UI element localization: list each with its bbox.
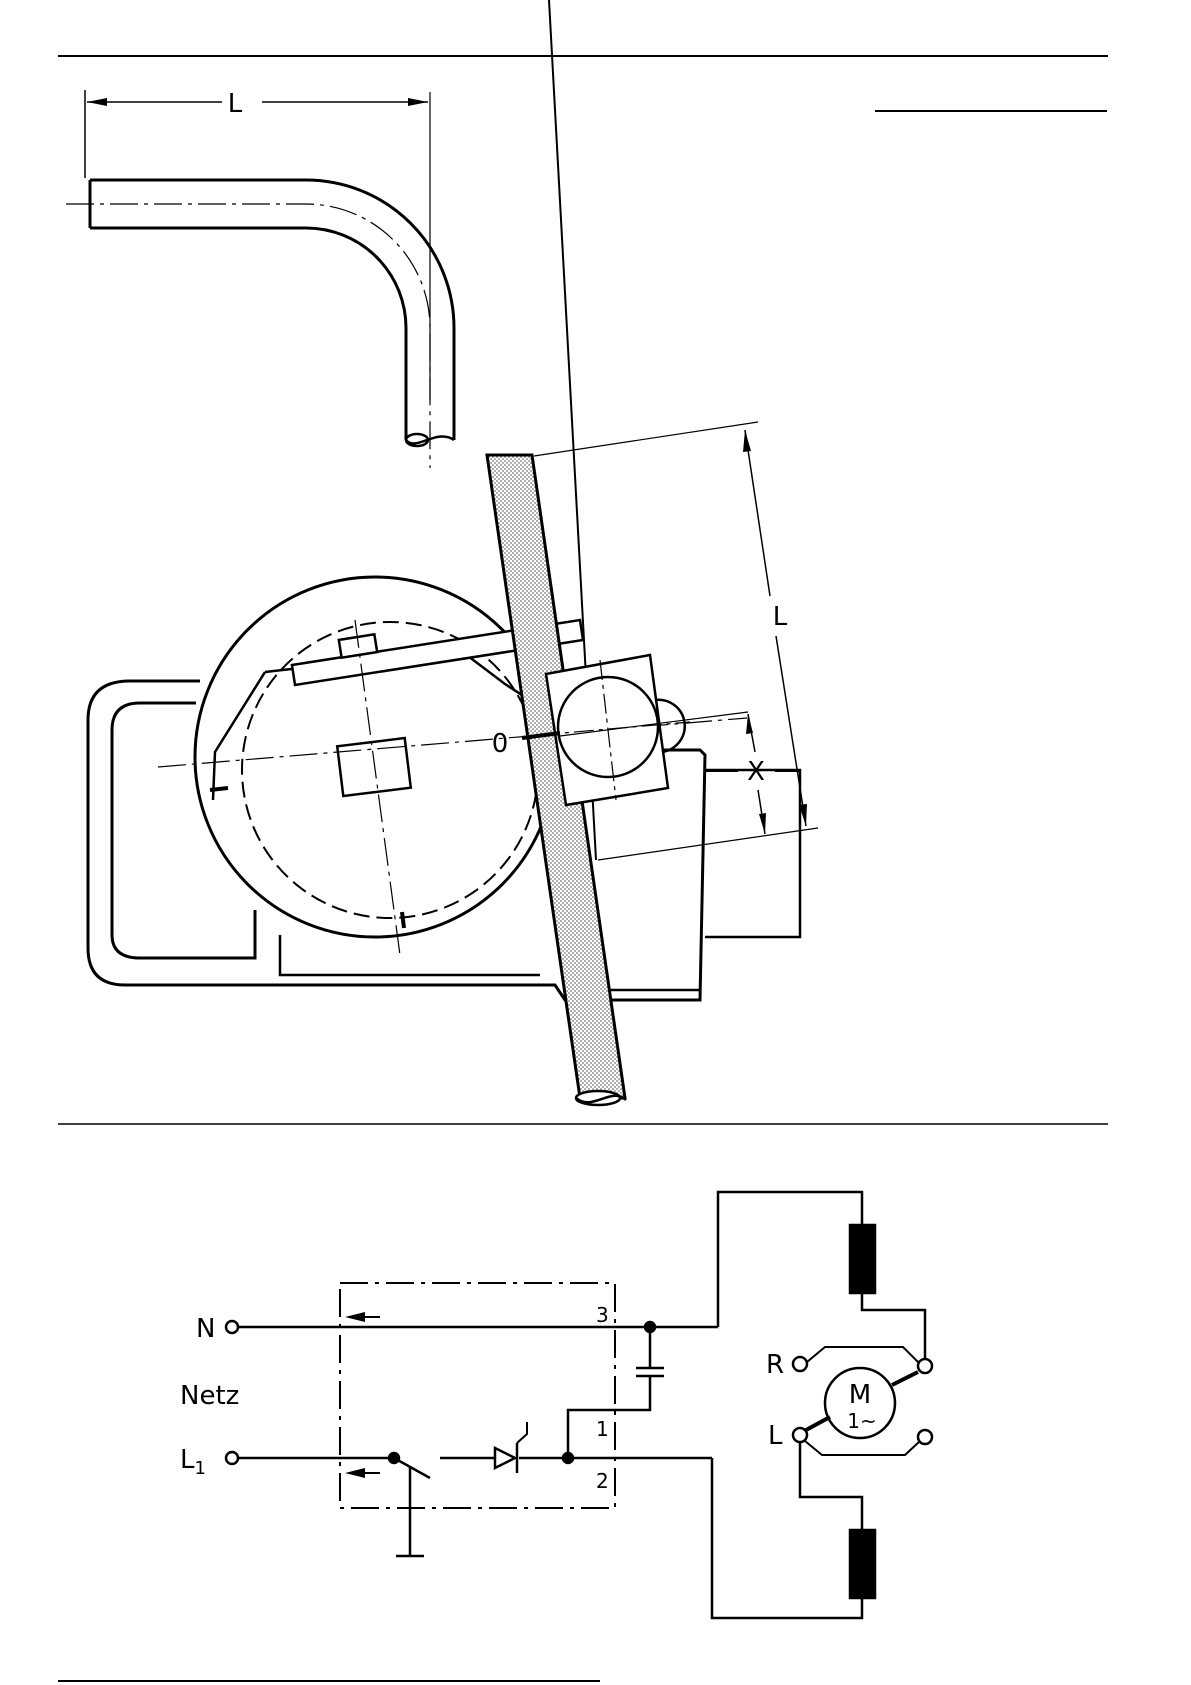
terminal-l1-circle (226, 1452, 238, 1464)
dimension-arrow-left (87, 98, 107, 106)
terminal-n-circle (226, 1321, 238, 1333)
terminal-l-circle (793, 1428, 807, 1442)
terminal-r-circle (793, 1357, 807, 1371)
pin-1-label: 1 (596, 1417, 609, 1441)
thyristor-triangle (495, 1448, 515, 1468)
wheel-tick-left (210, 788, 228, 790)
bender-origin-label: 0 (492, 729, 509, 759)
terminal-l-label: L (768, 1421, 783, 1451)
bender-body-step (280, 935, 540, 975)
wire-l1-to-winding-bottom (712, 1458, 862, 1618)
brush-top (892, 1372, 918, 1385)
switch-blade (394, 1458, 430, 1478)
circuit-diagram (226, 1192, 932, 1618)
terminal-l1-main: L (180, 1445, 195, 1475)
bender-right-block (705, 770, 800, 937)
long-dim-arrow-top (743, 430, 751, 452)
winding-top (850, 1225, 875, 1293)
motor-phase-label: 1~ (847, 1409, 876, 1433)
x-dim-arrow-top (746, 714, 753, 734)
wire-n-to-winding-top (718, 1192, 862, 1327)
terminal-bridge-top (807, 1347, 918, 1362)
motor-symbol-label: M (849, 1380, 871, 1410)
tube-center-line (66, 204, 430, 468)
long-dim-line-upper (745, 430, 770, 596)
terminal-bridge-bottom (805, 1441, 920, 1455)
brush-bottom (806, 1417, 830, 1430)
long-dim-line-lower (776, 636, 806, 826)
bender-length-label: L (773, 602, 788, 632)
cap-wire-bottom (568, 1376, 650, 1458)
pin-3-label: 3 (596, 1303, 609, 1327)
pin-2-label: 2 (596, 1469, 609, 1493)
terminal-r-label: R (766, 1350, 784, 1380)
control-unit-boundary (340, 1283, 615, 1508)
terminal-l1-label: L1 (180, 1445, 206, 1479)
bender-offset-label: X (747, 757, 765, 787)
mains-label: Netz (180, 1381, 239, 1411)
terminal-top-right (918, 1359, 932, 1373)
tube-inner-edge (90, 228, 406, 440)
wire-winding-top-to-motor (862, 1293, 925, 1362)
pipe-bender-figure (88, 0, 818, 1105)
terminal-l1-sub: 1 (195, 1458, 206, 1479)
wheel-tick-bottom (402, 912, 404, 928)
x-dim-extension-bottom (598, 828, 818, 860)
long-dim-extension-top (534, 422, 758, 456)
bent-tube-figure (66, 90, 454, 468)
terminal-n-label: N (196, 1314, 215, 1344)
bend-length-label: L (228, 89, 243, 119)
pressure-roller (558, 677, 658, 777)
winding-bottom (850, 1530, 875, 1598)
thyristor-gate (517, 1422, 527, 1443)
tube-outer-edge (90, 180, 454, 440)
x-dim-arrow-bottom (759, 813, 766, 834)
dimension-arrow-right (408, 98, 428, 106)
